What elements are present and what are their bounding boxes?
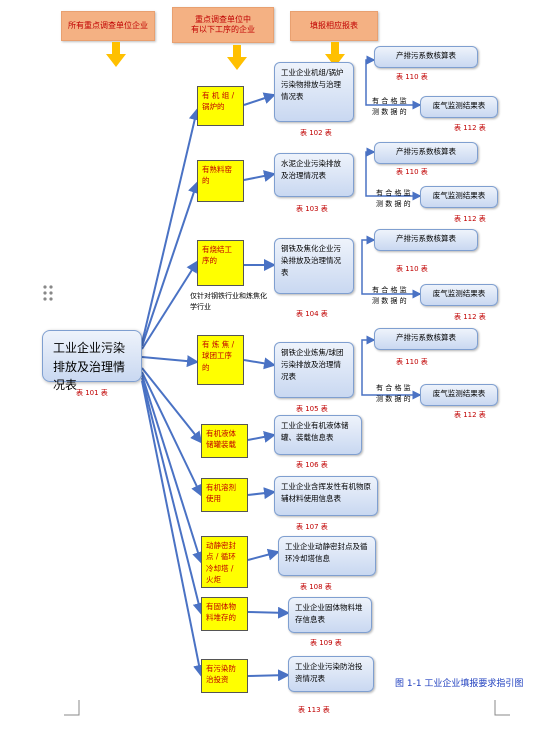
sub-box-coefficient: 产排污系数核算表: [374, 229, 478, 251]
arrow-main-1: [141, 108, 201, 344]
arrow-main-8: [141, 377, 205, 615]
sub-box-monitoring: 废气监测结果表: [420, 384, 498, 406]
report-code: 表 107 表: [296, 523, 328, 531]
arrow-main-9: [141, 380, 205, 677]
monitor-label: 有 合 格 监 测 数 据 的: [376, 384, 411, 403]
arrow-main-5: [141, 367, 203, 444]
drag-handle-icon[interactable]: [42, 284, 54, 302]
monitor-label: 有 合 格 监 测 数 据 的: [372, 286, 407, 305]
condition-sintering: 有烧结工序的: [197, 240, 244, 286]
arrow-main-3: [141, 260, 199, 350]
sub-code: 表 110 表: [396, 73, 428, 81]
page-corner-mark: [494, 700, 510, 716]
arrow-main-2: [141, 181, 200, 347]
down-arrow-icon: [325, 42, 345, 67]
report-box-103: 水泥企业污染排放及治理情况表: [274, 153, 354, 197]
main-report-code: 表 101 表: [76, 389, 108, 397]
condition-seal: 动静密封点 / 循环冷却塔 / 火炬: [201, 536, 248, 588]
report-code: 表 104 表: [296, 310, 328, 318]
report-box-106: 工业企业有机液体储罐、装载信息表: [274, 415, 362, 455]
report-box-113: 工业企业污染防治投资情况表: [288, 656, 374, 692]
sub-code: 表 110 表: [396, 358, 428, 366]
condition-clinker: 有熟料窑的: [197, 160, 244, 202]
condition-tank: 有机液体储罐装载: [201, 424, 248, 458]
report-code: 表 102 表: [300, 129, 332, 137]
sub-code: 表 112 表: [454, 411, 486, 419]
report-box-105: 钢铁企业炼焦/球团污染排放及治理情况表: [274, 342, 354, 398]
report-box-102: 工业企业机组/锅炉污染物排放与治理情况表: [274, 62, 354, 122]
page-corner-mark: [64, 700, 80, 716]
sub-box-monitoring: 废气监测结果表: [420, 96, 498, 118]
arrow-main-7: [141, 374, 204, 564]
sub-code: 表 110 表: [396, 265, 428, 273]
arrow-main-4: [141, 355, 199, 368]
header-all-units: 所有重点调查单位企业: [61, 11, 155, 41]
arrow-main-6: [141, 371, 203, 497]
report-code: 表 109 表: [310, 639, 342, 647]
sub-code: 表 112 表: [454, 313, 486, 321]
sintering-note: 仅针对钢铁行业和炼焦化学行业: [190, 292, 267, 311]
sub-box-coefficient: 产排污系数核算表: [374, 142, 478, 164]
report-code: 表 106 表: [296, 461, 328, 469]
condition-coking: 有 炼 焦 / 球团工序的: [197, 335, 244, 385]
header-process-units: 重点调查单位中 有以下工序的企业: [172, 7, 274, 43]
report-box-108: 工业企业动静密封点及循环冷却塔信息: [278, 536, 376, 576]
report-code: 表 103 表: [296, 205, 328, 213]
condition-solid: 有固体物料堆存的: [201, 597, 248, 631]
down-arrow-icon: [227, 45, 247, 70]
monitor-label: 有 合 格 监 测 数 据 的: [376, 189, 411, 208]
sub-box-monitoring: 废气监测结果表: [420, 284, 498, 306]
report-box-109: 工业企业固体物料堆存信息表: [288, 597, 372, 633]
report-box-107: 工业企业含挥发性有机物原辅材料使用信息表: [274, 476, 378, 516]
main-report-box: 工业企业污染排放及治理情况表: [42, 330, 142, 392]
sub-box-coefficient: 产排污系数核算表: [374, 46, 478, 68]
down-arrow-icon: [106, 42, 126, 67]
sub-box-coefficient: 产排污系数核算表: [374, 328, 478, 350]
sub-code: 表 112 表: [454, 124, 486, 132]
figure-caption: 图 1-1 工业企业填报要求指引图: [395, 679, 524, 689]
sub-box-monitoring: 废气监测结果表: [420, 186, 498, 208]
monitor-label: 有 合 格 监 测 数 据 的: [372, 97, 407, 116]
condition-boiler: 有 机 组 / 锅炉的: [197, 86, 244, 126]
report-code: 表 113 表: [298, 706, 330, 714]
sub-code: 表 110 表: [396, 168, 428, 176]
condition-investment: 有污染防治投资: [201, 659, 248, 693]
report-code: 表 105 表: [296, 405, 328, 413]
header-fill-reports: 填报相应报表: [290, 11, 378, 41]
report-code: 表 108 表: [300, 583, 332, 591]
sub-code: 表 112 表: [454, 215, 486, 223]
report-box-104: 钢铁及焦化企业污染排放及治理情况表: [274, 238, 354, 294]
condition-solvent: 有机溶剂使用: [201, 478, 248, 512]
